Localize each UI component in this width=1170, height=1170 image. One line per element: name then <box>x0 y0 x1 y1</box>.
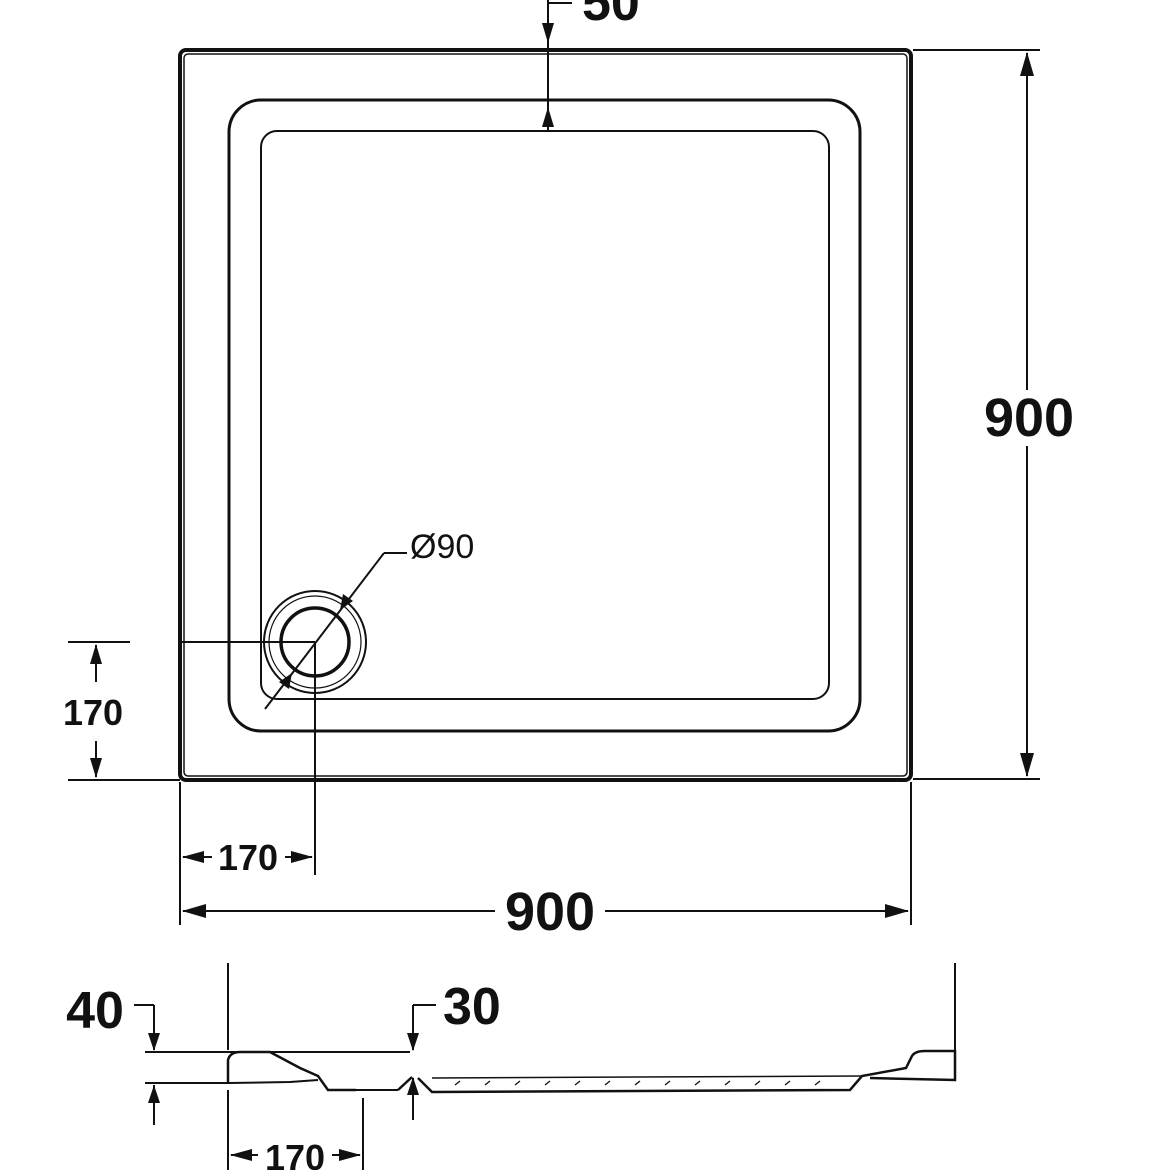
dim-width-label: 900 <box>505 882 595 942</box>
dim-waste-from-bottom <box>68 641 180 781</box>
dim-waste-from-left-label: 170 <box>218 837 278 878</box>
dim-depth-label: 900 <box>984 388 1074 448</box>
tray-outer-edge <box>178 48 913 782</box>
tray-outer-edge-inner <box>183 53 908 777</box>
waste-diameter-leader <box>264 552 407 710</box>
dim-waste-offset-label: 170 <box>265 1137 325 1170</box>
anti-slip-texture <box>454 1080 821 1086</box>
waste-diameter-label: Ø90 <box>410 528 474 566</box>
dim-waste-from-left <box>179 782 313 925</box>
dim-width <box>182 782 912 925</box>
dim-height-label: 40 <box>66 982 124 1040</box>
dim-inner-depth-label: 30 <box>443 978 501 1036</box>
basin-floor <box>260 130 830 700</box>
dim-inner-depth <box>407 1004 436 1120</box>
dim-waste-from-bottom-label: 170 <box>63 692 123 733</box>
tray-profile <box>226 1049 957 1094</box>
plan-view: Ø90 50 900 1 <box>63 0 1074 942</box>
dim-top-rim <box>542 0 572 130</box>
dim-depth <box>913 49 1040 780</box>
dim-top-rim-label: 50 <box>582 0 640 32</box>
dim-waste-offset <box>227 1090 364 1170</box>
section-view: 40 30 170 <box>66 963 957 1170</box>
basin-rim <box>227 98 862 733</box>
dim-height <box>134 1004 160 1125</box>
